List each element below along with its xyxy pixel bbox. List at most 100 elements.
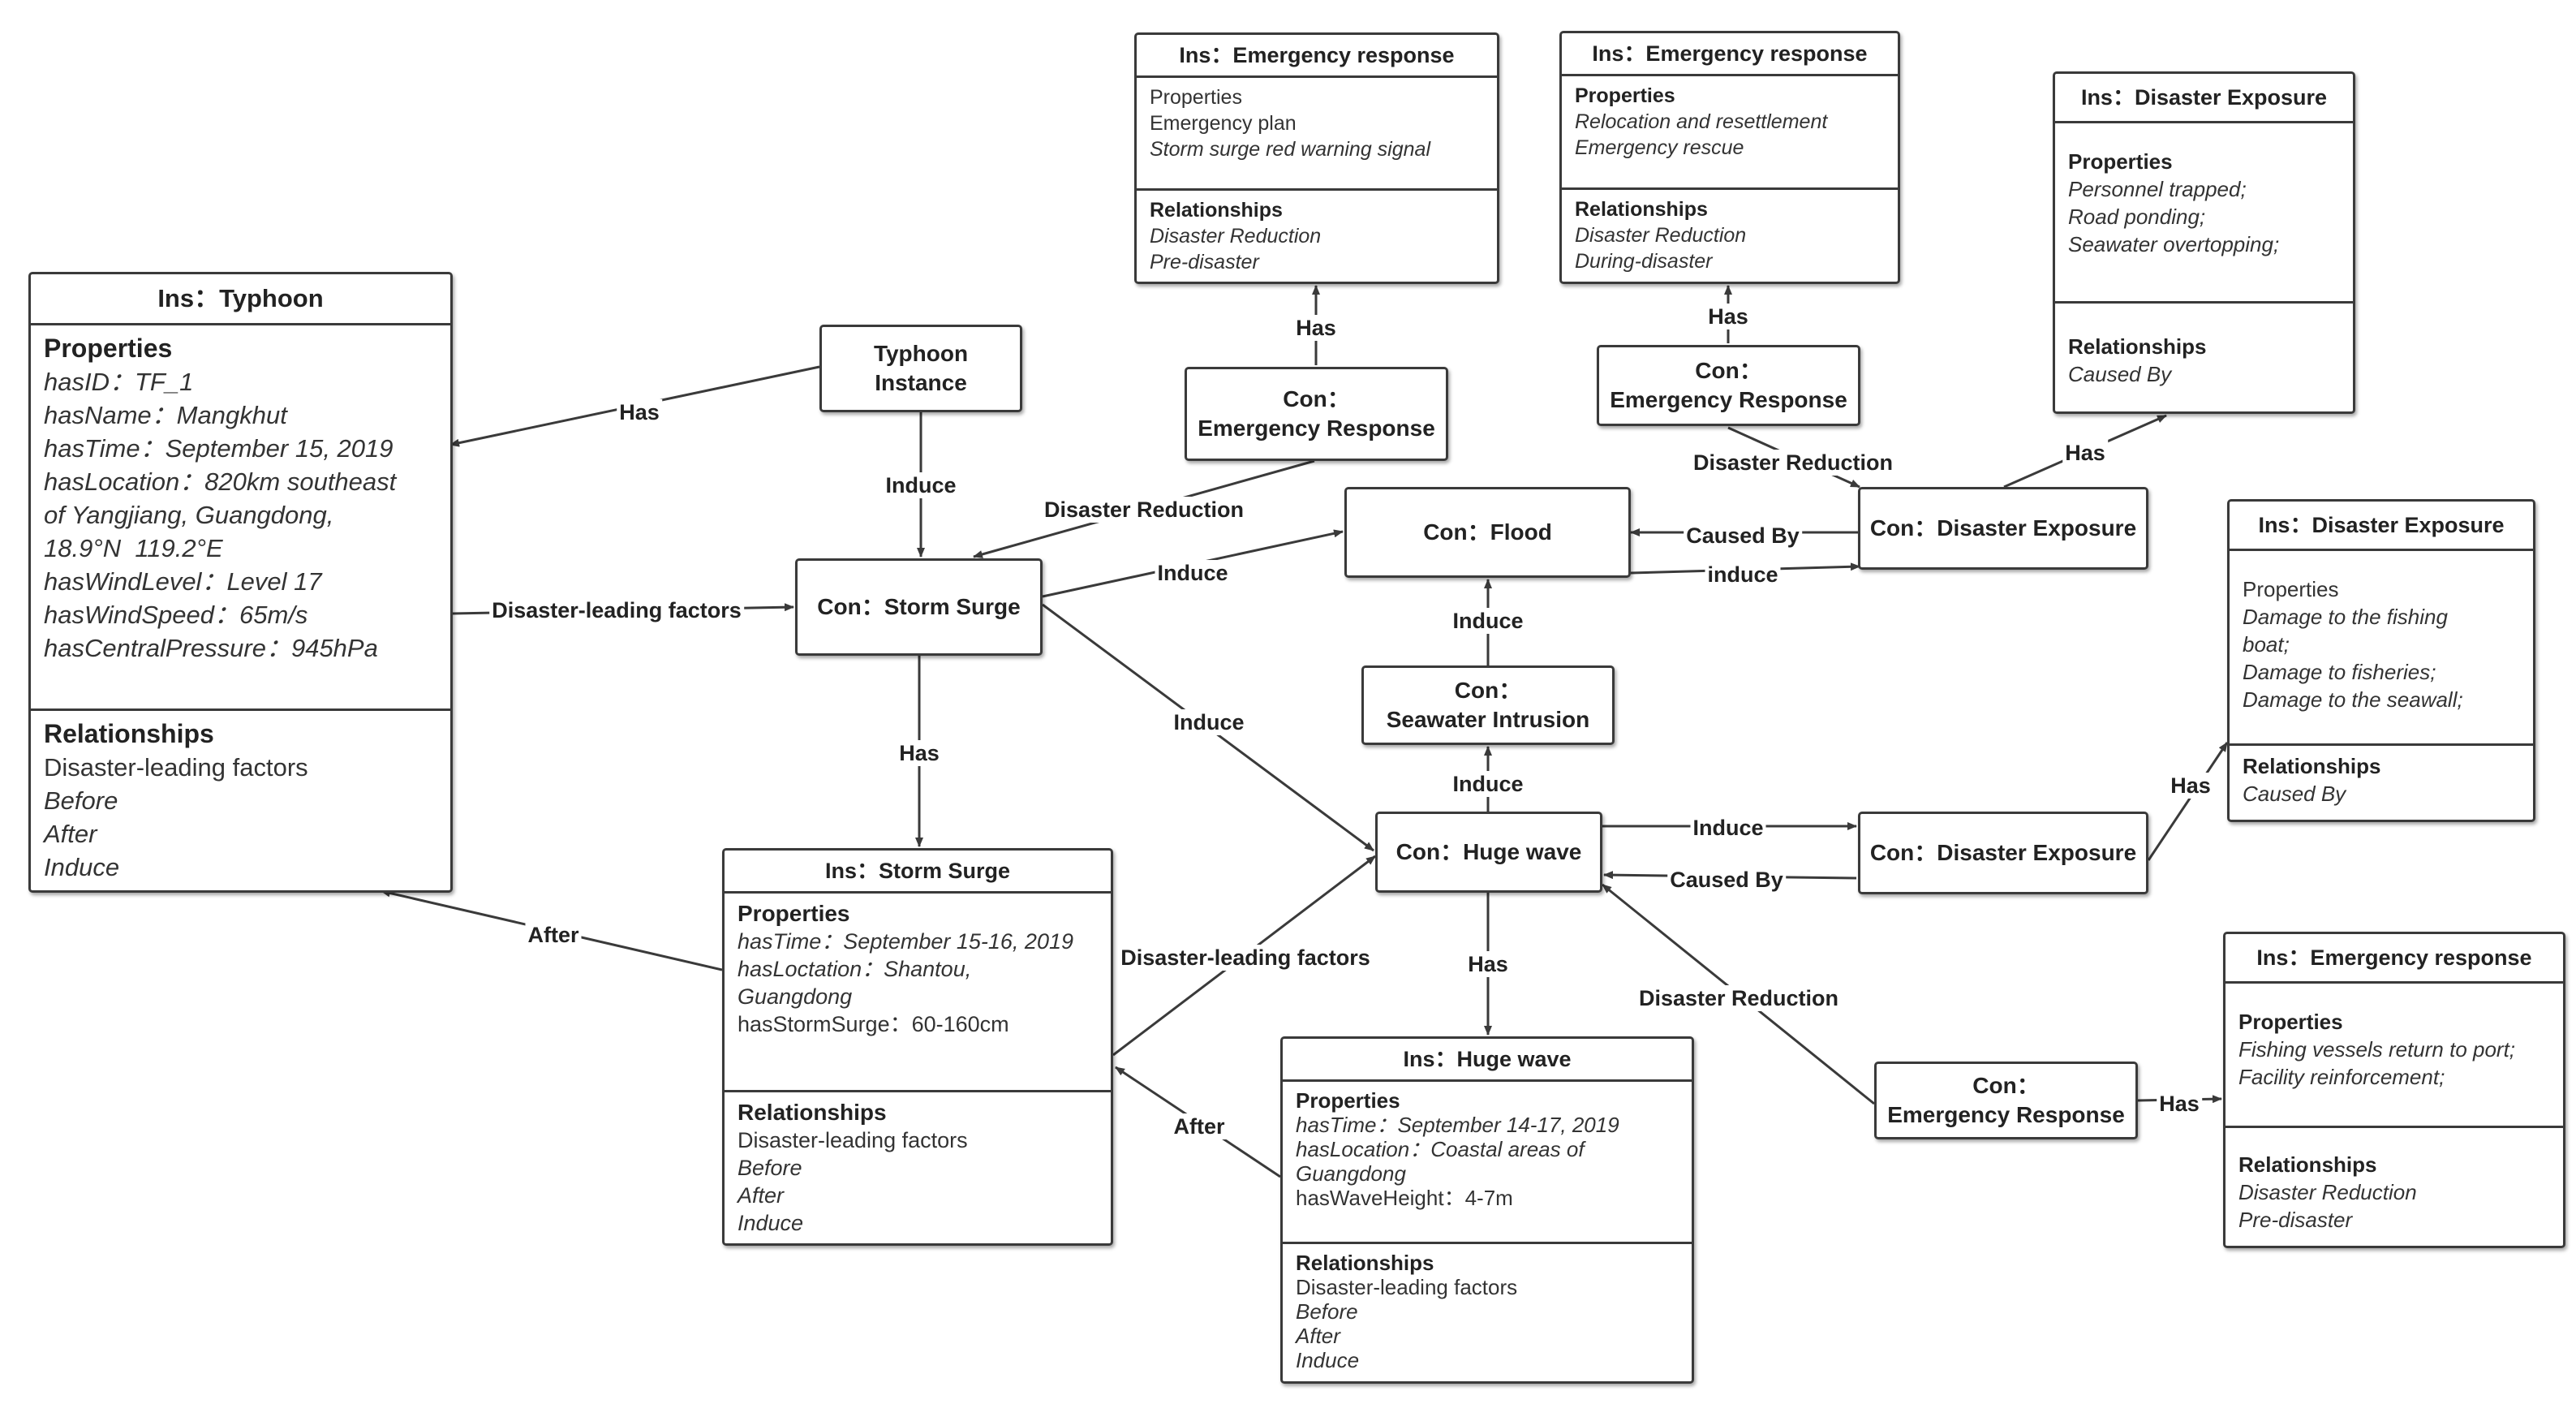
ins-line: Before <box>1296 1299 1358 1324</box>
ins-line: Damage to the seawall; <box>2243 687 2463 712</box>
edge-label: Disaster Reduction <box>1636 985 1842 1011</box>
ins-line: Fishing vessels return to port; <box>2238 1037 2516 1062</box>
edge-label: Induce <box>1171 709 1247 735</box>
ins-line: hasTime：September 15, 2019 <box>44 434 393 463</box>
edge-disaster_exposure_2-to-ins_disaster_exposure_2 <box>2147 742 2229 861</box>
edge-label: After <box>1171 1113 1228 1139</box>
ins-emergency-response-1[interactable]: Ins：Emergency response Properties Emerge… <box>1134 32 1499 284</box>
relationships-title: Relationships <box>2068 334 2207 359</box>
con-line: Con： <box>1972 1073 2040 1098</box>
properties-title: Properties <box>2068 149 2173 174</box>
ins-line: Pre-disaster <box>2238 1208 2353 1232</box>
edge-label: Induce <box>1450 771 1526 797</box>
ins-emergency-response-2[interactable]: Ins：Emergency response Properties Reloca… <box>1559 31 1900 284</box>
ins-huge-wave[interactable]: Ins：Huge wave Properties hasTime：Septemb… <box>1280 1036 1694 1384</box>
properties-title: Properties <box>1575 84 1675 107</box>
ins-disaster-exposure-2[interactable]: Ins：Disaster Exposure Properties Damage … <box>2227 499 2535 822</box>
ins-line: Before <box>44 786 118 815</box>
relationships-title: Relationships <box>1575 198 1708 221</box>
relationships-title: Relationships <box>738 1100 887 1125</box>
con-line: Con： <box>1454 678 1522 703</box>
properties-title: Properties <box>2243 577 2339 601</box>
con-line: Con：Disaster Exposure <box>1869 515 2137 540</box>
edge-label: Induce <box>1690 815 1766 841</box>
ins-line: hasWindLevel：Level 17 <box>44 567 322 596</box>
ins-line: After <box>44 820 97 848</box>
ins-line: Relocation and resettlement <box>1575 110 1828 133</box>
con-line: Typhoon <box>873 341 969 366</box>
con-emergency-response-3[interactable]: Con： Emergency Response <box>1874 1062 2138 1139</box>
ins-line: hasLoctation：Shantou, <box>738 957 972 981</box>
ins-title: Ins：Huge wave <box>1283 1039 1692 1082</box>
ins-line: Induce <box>1296 1348 1360 1372</box>
relationships-title: Relationships <box>1150 199 1283 222</box>
ins-line: Damage to fisheries; <box>2243 660 2436 684</box>
con-line: Con：Storm Surge <box>817 594 1021 619</box>
ins-line: hasID：TF_1 <box>44 368 194 396</box>
edge-label: Has <box>617 399 662 425</box>
ins-line: Disaster Reduction <box>1575 224 1747 247</box>
ins-storm-surge[interactable]: Ins：Storm Surge Properties hasTime：Septe… <box>722 848 1113 1246</box>
edge-label: Disaster-leading factors <box>1118 945 1373 971</box>
ins-line: Guangdong <box>738 984 853 1009</box>
ins-line: Storm surge red warning signal <box>1150 138 1430 161</box>
ins-line: 18.9°N 119.2°E <box>44 534 223 562</box>
ins-title: Ins：Storm Surge <box>725 851 1111 894</box>
ins-title: Ins：Disaster Exposure <box>2055 74 2353 123</box>
ins-line: Emergency plan <box>1150 112 1297 135</box>
ins-properties: Properties hasTime：September 14-17, 2019… <box>1283 1082 1692 1244</box>
relationships-title: Relationships <box>2243 754 2381 778</box>
ins-line: Seawater overtopping; <box>2068 232 2280 256</box>
ins-line: During-disaster <box>1575 250 1713 273</box>
con-line: Con：Huge wave <box>1396 839 1582 864</box>
con-line: Con：Flood <box>1423 519 1552 545</box>
ins-emergency-response-3[interactable]: Ins：Emergency response Properties Fishin… <box>2223 932 2565 1248</box>
con-typhoon-instance[interactable]: Typhoon Instance <box>819 325 1022 412</box>
ins-relationships: Relationships Caused By <box>2055 304 2353 394</box>
ins-properties: Properties hasTime：September 15-16, 2019… <box>725 894 1111 1092</box>
ins-relationships: Relationships Caused By <box>2230 746 2533 814</box>
edge-label: induce <box>1705 562 1781 588</box>
edge-label: Induce <box>1450 608 1526 634</box>
con-line: Con： <box>1695 358 1762 383</box>
ins-line: hasTime：September 14-17, 2019 <box>1296 1113 1619 1137</box>
ins-title: Ins：Disaster Exposure <box>2230 502 2533 551</box>
con-emergency-response-2[interactable]: Con： Emergency Response <box>1597 345 1860 426</box>
ins-line: Disaster-leading factors <box>44 753 308 782</box>
con-storm-surge[interactable]: Con：Storm Surge <box>795 558 1043 656</box>
ins-line: Induce <box>738 1211 804 1235</box>
properties-title: Properties <box>44 334 173 363</box>
ins-title: Ins：Emergency response <box>1137 35 1497 78</box>
edge-label: Has <box>1705 304 1751 329</box>
con-disaster-exposure-1[interactable]: Con：Disaster Exposure <box>1858 487 2148 570</box>
ins-line: hasWaveHeight：4-7m <box>1296 1186 1513 1210</box>
con-emergency-response-1[interactable]: Con： Emergency Response <box>1185 367 1448 461</box>
ins-line: Guangdong <box>1296 1161 1406 1186</box>
edge-label: Has <box>2062 440 2108 466</box>
properties-title: Properties <box>2238 1010 2343 1034</box>
edge-label: Has <box>897 740 942 766</box>
con-flood[interactable]: Con：Flood <box>1344 487 1631 578</box>
ins-line: Before <box>738 1156 802 1180</box>
ins-line: hasLocation：820km southeast <box>44 467 397 496</box>
ins-line: Pre-disaster <box>1150 251 1259 273</box>
ins-disaster-exposure-1[interactable]: Ins：Disaster Exposure Properties Personn… <box>2053 71 2355 414</box>
con-huge-wave[interactable]: Con：Huge wave <box>1375 812 1602 893</box>
ins-line: hasName：Mangkhut <box>44 401 287 429</box>
properties-title: Properties <box>738 901 850 926</box>
properties-title: Properties <box>1150 86 1242 109</box>
con-disaster-exposure-2[interactable]: Con：Disaster Exposure <box>1858 812 2148 894</box>
edge-label: Has <box>1293 315 1339 341</box>
con-line: Emergency Response <box>1198 416 1435 441</box>
ins-line: After <box>738 1183 785 1208</box>
con-line: Seawater Intrusion <box>1386 707 1590 732</box>
con-seawater-intrusion[interactable]: Con： Seawater Intrusion <box>1361 665 1615 745</box>
ins-line: Disaster-leading factors <box>738 1128 968 1152</box>
ins-line: After <box>1296 1324 1340 1348</box>
